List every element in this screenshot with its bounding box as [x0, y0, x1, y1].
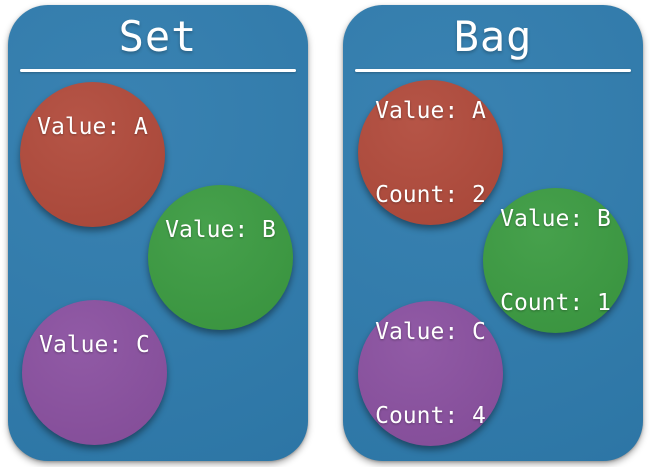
- bag-circle-value-b: Value: B Count: 1: [483, 188, 628, 333]
- bag-circle-value-a-label: Value: A Count: 2: [375, 41, 486, 265]
- set-circle-value-a: Value: A: [20, 82, 165, 227]
- value-line: Value: A: [375, 97, 486, 124]
- set-panel: Set Value: A Value: B Value: C: [8, 5, 308, 461]
- bag-panel-title: Bag: [453, 12, 533, 61]
- bag-circle-value-b-label: Value: B Count: 1: [500, 149, 611, 373]
- set-title-underline: [20, 69, 296, 72]
- value-line: Value: B: [500, 205, 611, 232]
- set-circle-value-c: Value: C: [22, 300, 167, 445]
- count-line: Count: 4: [375, 402, 486, 429]
- bag-circle-value-c-label: Value: C Count: 4: [375, 262, 486, 467]
- value-line: Value: A: [37, 113, 148, 140]
- value-line: Value: C: [39, 331, 150, 358]
- count-line: Count: 2: [375, 181, 486, 208]
- value-line: Value: B: [165, 216, 276, 243]
- count-line: Count: 1: [500, 289, 611, 316]
- set-circle-value-b: Value: B: [148, 185, 293, 330]
- bag-panel: Bag Value: A Count: 2 Value: B Count: 1 …: [343, 5, 643, 461]
- set-circle-value-a-label: Value: A: [37, 57, 148, 253]
- value-line: Value: C: [375, 318, 486, 345]
- set-circle-value-b-label: Value: B: [165, 160, 276, 356]
- bag-title-underline: [355, 69, 631, 72]
- bag-circle-value-a: Value: A Count: 2: [358, 80, 503, 225]
- set-panel-title: Set: [118, 12, 198, 61]
- bag-circle-value-c: Value: C Count: 4: [358, 301, 503, 446]
- set-circle-value-c-label: Value: C: [39, 275, 150, 467]
